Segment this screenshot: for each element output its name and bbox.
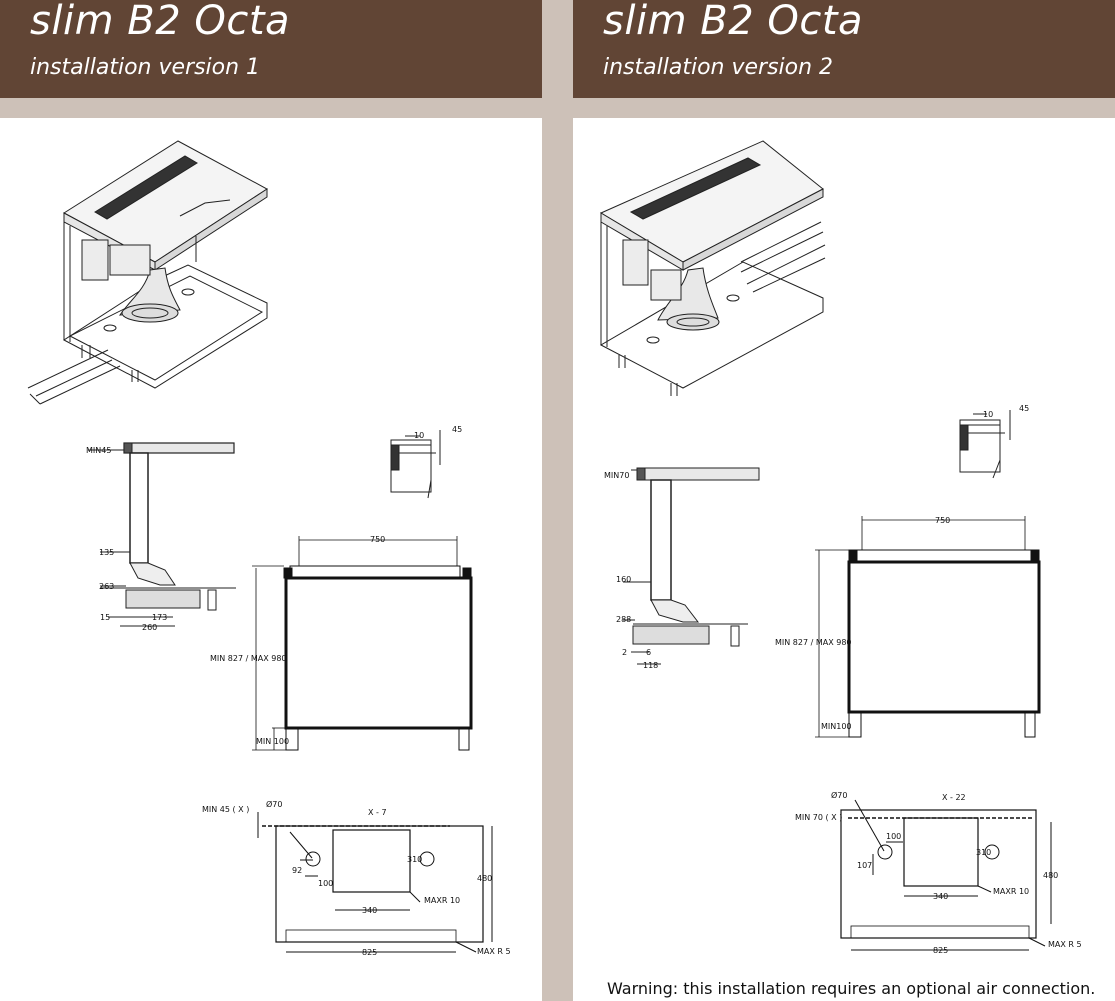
side-view [623,467,760,665]
version-subtitle: installation version 2 [603,55,834,80]
dim-45: 45 [452,425,462,434]
warning-text: Warning: this installation requires an o… [607,979,1096,998]
dim-min100: MIN100 [821,722,852,731]
dim-x22: X - 22 [942,793,966,802]
dim-260: 260 [142,623,157,632]
front-view [252,536,473,751]
dim-dia70: Ø70 [266,799,282,809]
dim-10: 10 [414,431,424,440]
dim-maxr5: MAX R 5 [1048,940,1082,949]
dim-15: 15 [100,613,110,622]
dim-135: 135 [99,548,114,557]
edge-detail [390,430,441,499]
dim-100: 100 [886,832,901,841]
dim-45: 45 [1019,404,1029,413]
dim-92: 92 [292,866,302,875]
header-v2: slim B2 Octa installation version 2 [573,0,1115,98]
dim-480: 480 [477,874,492,883]
dim-825: 825 [933,946,948,955]
dim-height: MIN 827 / MAX 980 [775,638,852,647]
dim-maxr5: MAX R 5 [477,947,511,956]
dim-288: 288 [616,615,631,624]
dim-min70: MIN70 [604,471,629,480]
dim-maxr10: MAXR 10 [993,887,1029,896]
dim-750: 750 [370,535,385,544]
technical-drawing-v1: MIN45 135 263 15 173 260 10 45 [27,140,511,957]
dim-340: 340 [933,892,948,901]
header-v1: slim B2 Octa installation version 1 [0,0,542,98]
side-view-labels: MIN70 160 288 2 6 118 [604,471,658,670]
dim-480: 480 [1043,871,1058,880]
dim-min70x: MIN 70 ( X ) [795,813,842,822]
dim-310: 310 [407,855,422,864]
technical-drawing-v2: MIN70 160 288 2 6 118 10 45 [599,140,1082,955]
product-title: slim B2 Octa [603,0,864,44]
dim-2: 2 [622,648,627,657]
edge-detail [959,410,1011,479]
dim-750: 750 [935,516,950,525]
dim-118: 118 [643,661,658,670]
dim-min100: MIN 100 [256,737,289,746]
front-view [815,516,1041,738]
dim-100: 100 [318,879,333,888]
plan-view [257,812,493,953]
dim-263: 263 [99,582,114,591]
dim-160: 160 [616,575,631,584]
dim-dia70: Ø70 [831,790,847,800]
dim-6: 6 [646,648,651,657]
side-view-labels: MIN45 135 263 15 173 260 [86,446,167,632]
panel-installation-v2: slim B2 Octa installation version 2 [573,0,1115,1001]
dim-173: 173 [152,613,167,622]
dim-height: MIN 827 / MAX 980 [210,654,287,663]
dim-min45: MIN45 [86,446,111,455]
product-title: slim B2 Octa [30,0,291,44]
panel-installation-v1: slim B2 Octa installation version 1 [0,0,542,1001]
dim-107: 107 [857,861,872,870]
dim-10: 10 [983,410,993,419]
side-view [88,442,236,627]
dim-310: 310 [976,848,991,857]
plan-view [840,799,1052,951]
isometric-view [599,140,826,396]
dim-maxr10: MAXR 10 [424,896,460,905]
dim-x7: X - 7 [368,808,387,817]
isometric-view [27,140,268,405]
dim-825: 825 [362,948,377,957]
dim-min45x: MIN 45 ( X ) [202,805,249,814]
dim-340: 340 [362,906,377,915]
version-subtitle: installation version 1 [30,55,261,80]
